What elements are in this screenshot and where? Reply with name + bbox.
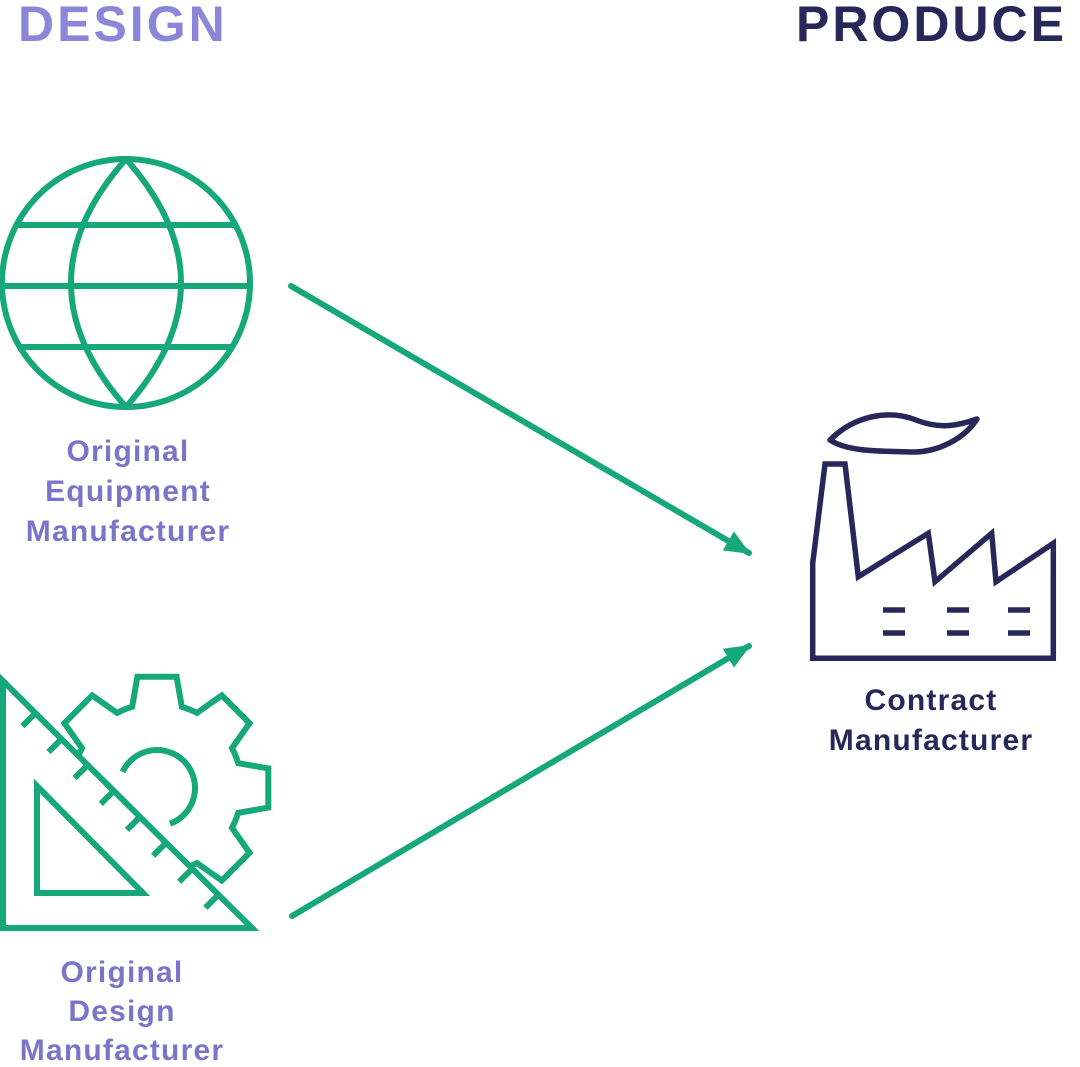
arrow-oem-to-cm <box>288 283 752 556</box>
globe-icon <box>0 156 253 410</box>
oem-label-line: Equipment <box>45 475 211 508</box>
arrow-odm-to-cm <box>289 643 752 919</box>
oem-label-line: Manufacturer <box>25 515 231 548</box>
factory-icon <box>809 412 1057 662</box>
ruler-ticks <box>20 710 221 910</box>
smoke-icon <box>827 412 980 455</box>
oem-label-line: Original <box>66 435 190 468</box>
odm-label-line: Original <box>60 956 184 989</box>
design-section-header: DESIGN <box>18 0 228 52</box>
odm-label-line: Design <box>68 995 176 1028</box>
cm-label-line: Manufacturer <box>828 724 1034 757</box>
produce-section-header: PRODUCE <box>795 0 1067 52</box>
set-square-gear-icon <box>0 673 272 931</box>
factory-window-dashes <box>883 607 1030 636</box>
oem-label: Original Equipment Manufacturer <box>0 432 256 552</box>
odm-label: Original Design Manufacturer <box>0 953 244 1067</box>
cm-label: Contract Manufacturer <box>806 681 1056 761</box>
odm-label-line: Manufacturer <box>19 1034 225 1067</box>
cm-label-line: Contract <box>864 684 998 717</box>
